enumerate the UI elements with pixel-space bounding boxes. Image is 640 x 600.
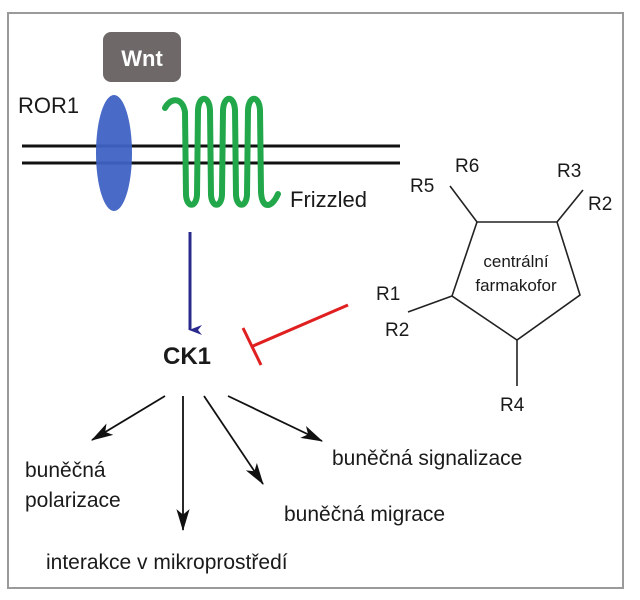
ror1-receptor bbox=[96, 95, 132, 211]
substituent-r3: R3 bbox=[557, 161, 581, 182]
frizzled-label: Frizzled bbox=[290, 187, 367, 212]
inhibition-symbol bbox=[241, 303, 349, 366]
outcome-signaling: buněčná signalizace bbox=[332, 447, 522, 470]
wnt-ligand: Wnt bbox=[103, 32, 181, 82]
outcome-microenvironment: interakce v mikroprostředí bbox=[46, 551, 288, 574]
pharmacophore-ring bbox=[407, 185, 584, 386]
wnt-label: Wnt bbox=[121, 46, 163, 71]
substituent-r2-top: R2 bbox=[588, 194, 612, 215]
pharmacophore-label-line2: farmakofor bbox=[475, 276, 557, 295]
outcome-polarization-line1: buněčná bbox=[25, 459, 106, 482]
frizzled-receptor bbox=[162, 95, 281, 208]
substituent-r2-bottom: R2 bbox=[385, 320, 409, 341]
pharmacophore-label-line1: centrální bbox=[483, 252, 548, 271]
arrow-to-polarization bbox=[91, 395, 166, 441]
ror1-label: ROR1 bbox=[18, 93, 79, 118]
outcome-polarization-line2: polarizace bbox=[25, 489, 121, 512]
substituent-r4: R4 bbox=[500, 395, 525, 416]
substituent-r5: R5 bbox=[410, 176, 434, 197]
substituent-r6: R6 bbox=[455, 156, 479, 177]
arrow-to-migration bbox=[203, 395, 264, 485]
arrow-to-signaling bbox=[227, 395, 323, 442]
substituent-r1: R1 bbox=[376, 284, 400, 305]
ck1-label: CK1 bbox=[163, 343, 211, 370]
outcome-migration: buněčná migrace bbox=[284, 503, 445, 526]
